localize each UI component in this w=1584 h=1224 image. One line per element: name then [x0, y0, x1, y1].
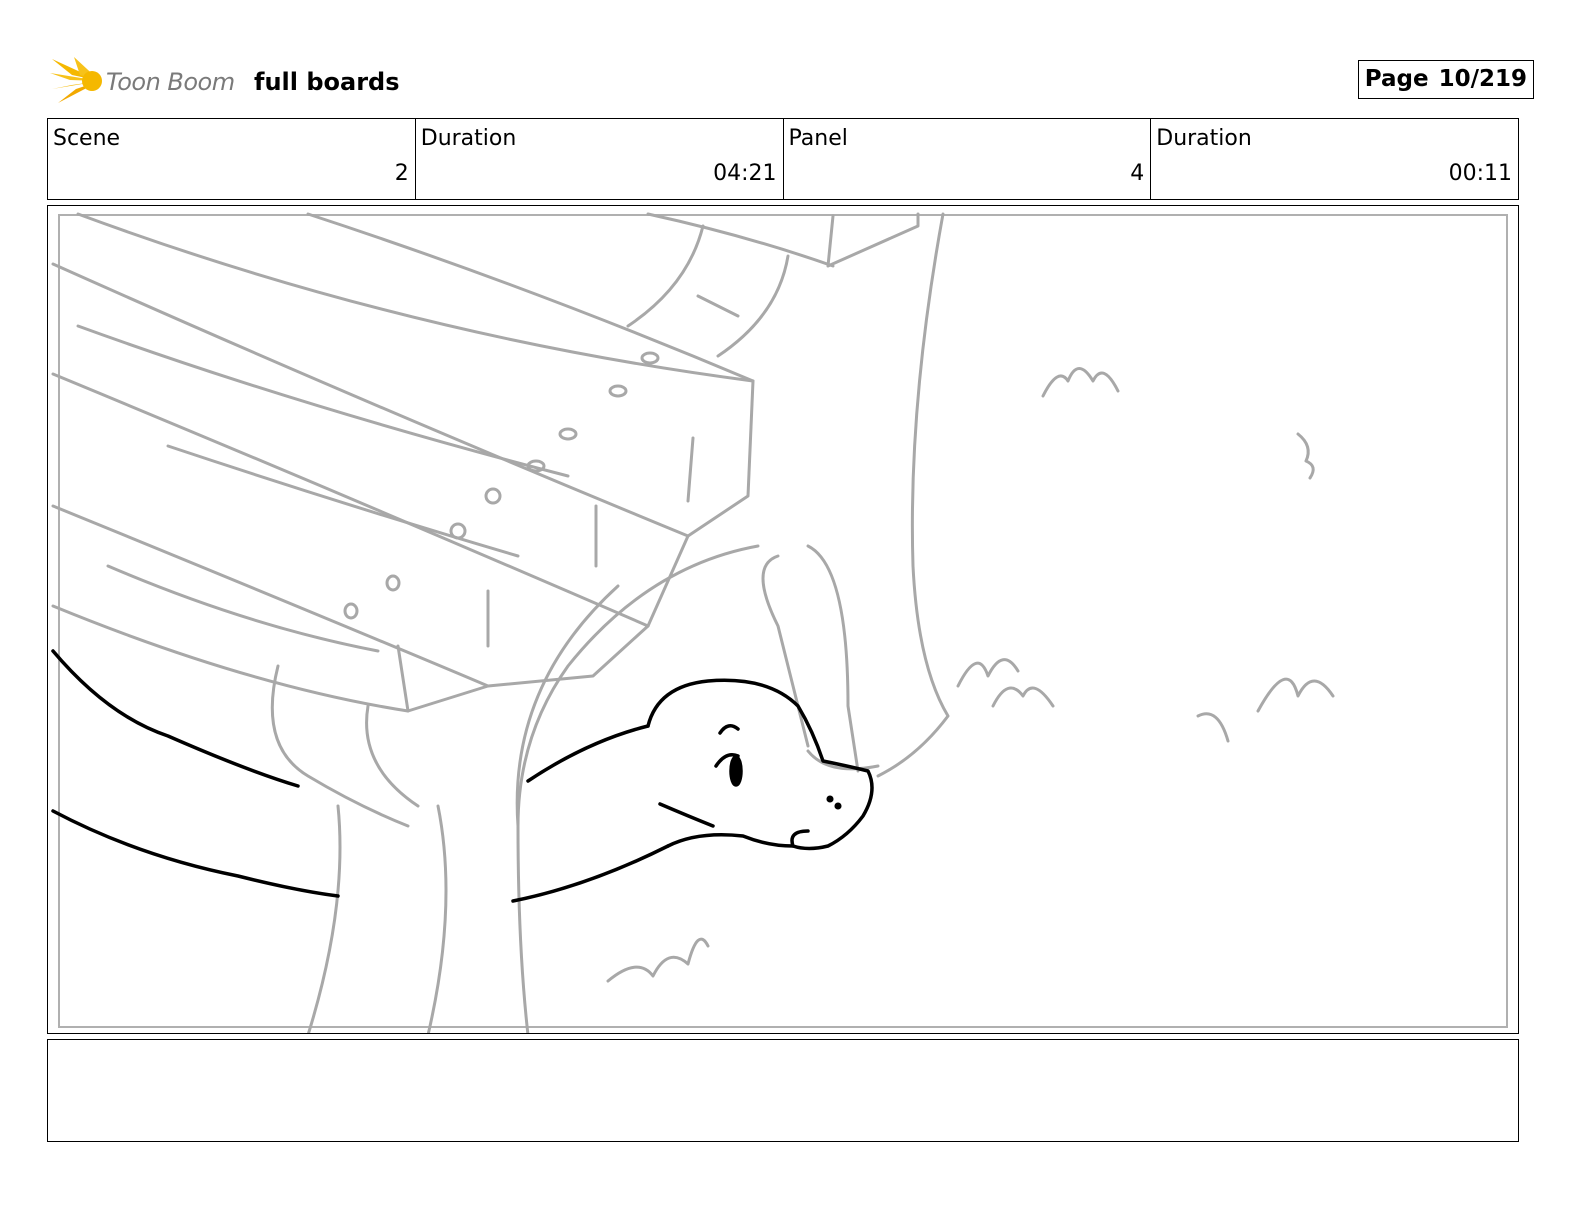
panel-info-table: Scene 2 Duration 04:21 Panel 4 Duration … [47, 118, 1519, 200]
scene-value: 2 [394, 161, 409, 186]
page-number: 10/219 [1438, 66, 1527, 92]
panel-duration-cell: Duration 00:11 [1150, 119, 1518, 199]
brand-name: Toon Boom [106, 68, 235, 96]
panel-notes-box [47, 1039, 1519, 1142]
page-indicator: Page 10/219 [1357, 60, 1534, 99]
panel-label: Panel [788, 126, 848, 151]
storyboard-panel [47, 205, 1519, 1034]
project-title: full boards [254, 68, 400, 96]
scene-cell: Scene 2 [48, 119, 415, 199]
toon-boom-logo-icon [50, 57, 102, 103]
panel-sketch [51, 212, 1508, 1033]
scene-label: Scene [53, 126, 121, 151]
panel-duration-label: Duration [1156, 126, 1252, 151]
scene-duration-value: 04:21 [713, 161, 777, 186]
scene-duration-label: Duration [420, 126, 517, 151]
panel-cell: Panel 4 [782, 119, 1151, 199]
panel-value: 4 [1130, 161, 1145, 186]
page-header: Toon Boom full boards Page 10/219 [50, 55, 1534, 107]
panel-duration-value: 00:11 [1448, 161, 1512, 186]
scene-duration-cell: Duration 04:21 [414, 119, 783, 199]
page-label: Page [1364, 66, 1429, 92]
